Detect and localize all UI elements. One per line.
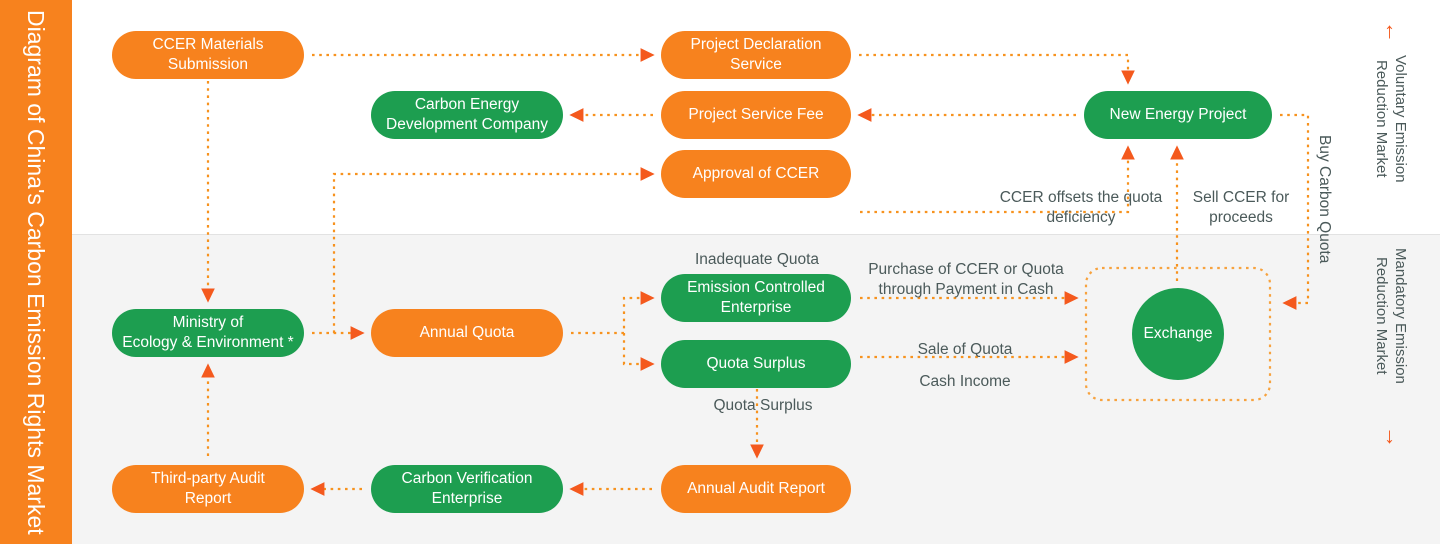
market-arrow-up-icon: ↑ [1384, 18, 1395, 43]
edge-label-inadequate-quota: Inadequate Quota [694, 251, 820, 268]
node-quota-surplus[interactable]: Quota Surplus [661, 340, 851, 388]
node-new-energy-project[interactable]: New Energy Project [1084, 91, 1272, 139]
node-annual-audit-report[interactable]: Annual Audit Report [661, 465, 851, 513]
node-approval-of-ccer[interactable]: Approval of CCER [661, 150, 851, 198]
node-annual-quota[interactable]: Annual Quota [371, 309, 563, 357]
page-title: Diagram of China's Carbon Emission Right… [23, 10, 49, 535]
market-arrow-down-icon: ↓ [1384, 423, 1395, 448]
node-project-service-fee[interactable]: Project Service Fee [661, 91, 851, 139]
edge-label-quota-surplus-label: Quota Surplus [713, 397, 813, 414]
node-exchange[interactable]: Exchange [1132, 288, 1224, 380]
diagram-title-bar: Diagram of China's Carbon Emission Right… [0, 0, 72, 544]
edge-label-buy-carbon-quota: Buy Carbon Quota [1316, 135, 1333, 264]
edge-label-sale-of-quota: Sale of Quota [917, 341, 1013, 358]
edge-label-cash-income: Cash Income [919, 373, 1011, 390]
